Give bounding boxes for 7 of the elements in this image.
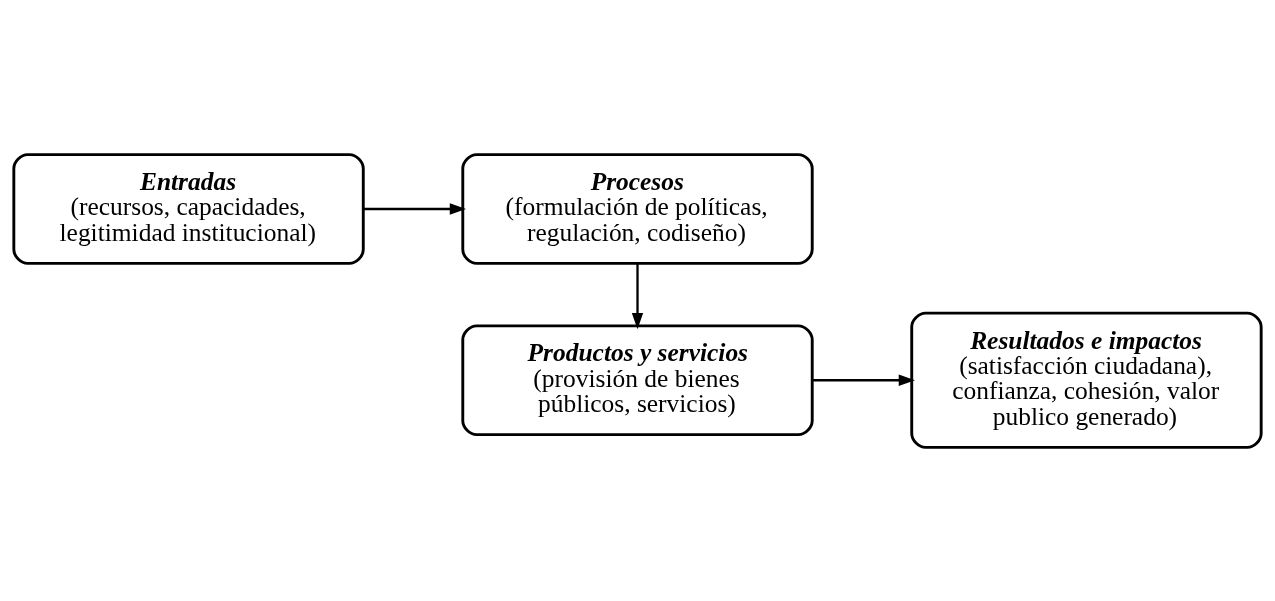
node-box: Procesos (formulación de políticas, regulación, codiseño)	[461, 152, 814, 265]
arrow	[812, 374, 915, 386]
arrow	[363, 202, 466, 215]
node-box: Productos y servicios (provisión de bienes públicos, servicios)	[461, 323, 814, 436]
node-box: Resultados e impactos (satisfacción ciudadana), confianza, cohesión, valor publico generado)	[910, 311, 1263, 449]
arrow	[631, 263, 644, 329]
node-box: Entradas (recursos, capacidades, legitimidad institucional)	[12, 152, 365, 265]
